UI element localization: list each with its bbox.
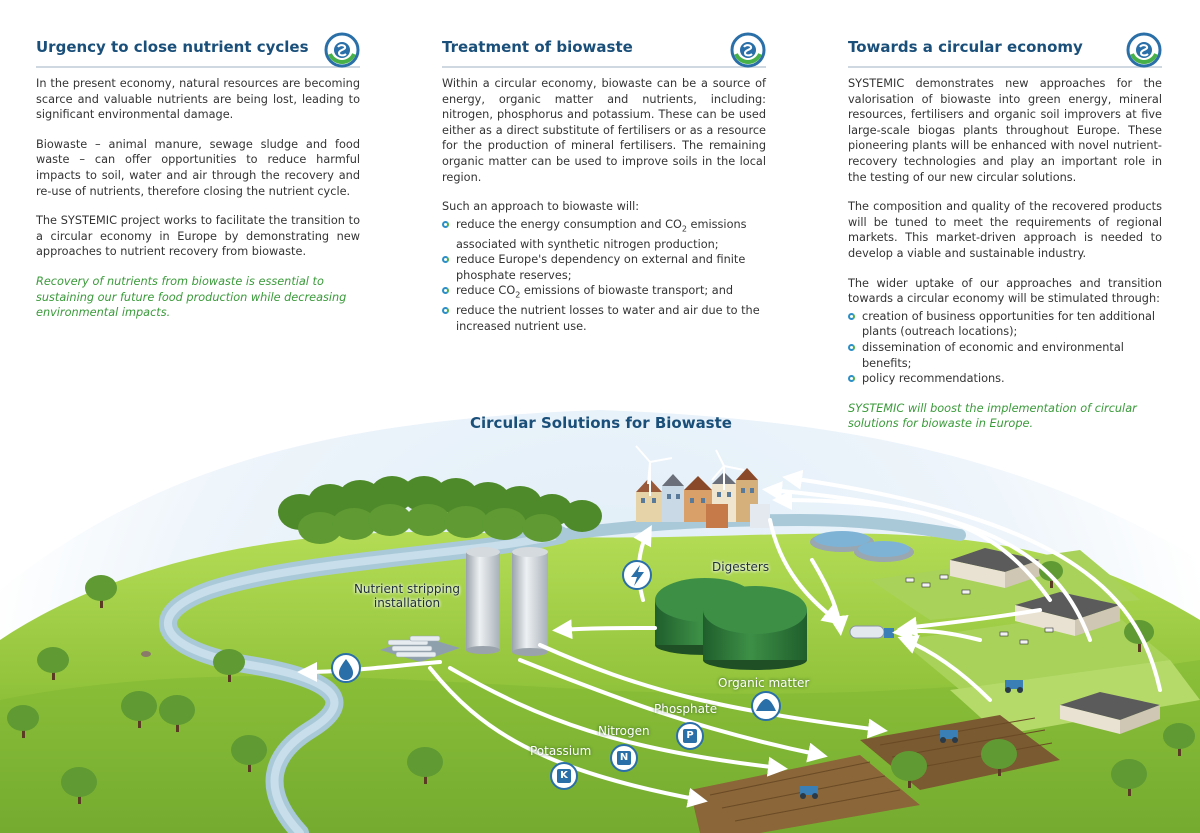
nitrogen-label: Nitrogen <box>598 724 650 738</box>
highlight-statement: SYSTEMIC will boost the implementation o… <box>848 401 1137 431</box>
forest <box>278 476 602 544</box>
town <box>636 468 770 528</box>
systemic-logo <box>324 32 360 68</box>
bullet-icon <box>848 375 855 383</box>
sewage-treatment-plant <box>810 531 914 562</box>
list-item: reduce Europe's dependency on external a… <box>442 252 766 283</box>
phosphate-icon: P <box>676 722 704 750</box>
paragraph: The wider uptake of our approaches and t… <box>848 276 1162 306</box>
bullet-icon <box>442 287 449 295</box>
paragraph: SYSTEMIC demonstrates new approaches for… <box>848 77 1162 184</box>
diagram-title: Circular Solutions for Biowaste <box>470 414 732 432</box>
water-drop-icon <box>331 653 361 683</box>
column-title: Towards a circular economy <box>848 38 1083 56</box>
paragraph: Biowaste – animal manure, sewage sludge … <box>36 137 360 198</box>
digesters-label: Digesters <box>712 560 770 574</box>
column-title: Treatment of biowaste <box>442 38 633 56</box>
column-circular-economy: Towards a circular economy SYSTEMIC demo… <box>848 32 1162 446</box>
column-header: Treatment of biowaste <box>442 32 766 68</box>
paragraph: Within a circular economy, biowaste can … <box>442 77 766 184</box>
column-urgency: Urgency to close nutrient cycles In the … <box>36 32 360 335</box>
systemic-logo <box>730 32 766 68</box>
potassium-icon: K <box>550 762 578 790</box>
paragraph: The composition and quality of the recov… <box>848 200 1162 260</box>
column-title: Urgency to close nutrient cycles <box>36 38 309 56</box>
bullet-intro: Such an approach to biowaste will: <box>442 200 640 214</box>
list-item: policy recommendations. <box>848 371 1162 387</box>
lightning-icon <box>622 560 652 590</box>
farmland <box>690 548 1200 833</box>
column-treatment: Treatment of biowaste Within a circular … <box>442 32 766 348</box>
bullet-icon <box>442 256 449 264</box>
storage-silos <box>466 547 548 656</box>
list-item: reduce the nutrient losses to water and … <box>442 303 766 334</box>
column-header: Towards a circular economy <box>848 32 1162 68</box>
hare <box>141 651 151 657</box>
nitrogen-icon: N <box>610 744 638 772</box>
potassium-label: Potassium <box>530 744 592 758</box>
list-item: reduce the energy consumption and CO2 em… <box>442 217 766 252</box>
bullet-list: reduce the energy consumption and CO2 em… <box>442 217 766 335</box>
bullet-icon <box>442 307 449 315</box>
bullet-list: creation of business opportunities for t… <box>848 309 1162 387</box>
bullet-icon <box>848 312 855 320</box>
stripping-label: Nutrient stripping installation <box>353 582 461 610</box>
wind-turbines <box>635 445 745 496</box>
list-item: reduce CO2 emissions of biowaste transpo… <box>442 283 766 303</box>
systemic-logo <box>1126 32 1162 68</box>
column-header: Urgency to close nutrient cycles <box>36 32 360 68</box>
paragraph: In the present economy, natural resource… <box>36 77 360 122</box>
digesters <box>655 578 807 670</box>
list-item: dissemination of economic and environmen… <box>848 340 1162 371</box>
bullet-icon <box>442 220 449 228</box>
list-item: creation of business opportunities for t… <box>848 309 1162 340</box>
flow-arrows <box>297 469 1162 808</box>
pile-icon <box>751 691 781 721</box>
organic-matter-label: Organic matter <box>718 676 810 690</box>
phosphate-label: Phosphate <box>654 702 718 716</box>
paragraph: The SYSTEMIC project works to facilitate… <box>36 214 360 259</box>
bullet-icon <box>848 343 855 351</box>
nutrient-stripping-installation <box>380 635 460 662</box>
highlight-statement: Recovery of nutrients from biowaste is e… <box>36 274 347 320</box>
